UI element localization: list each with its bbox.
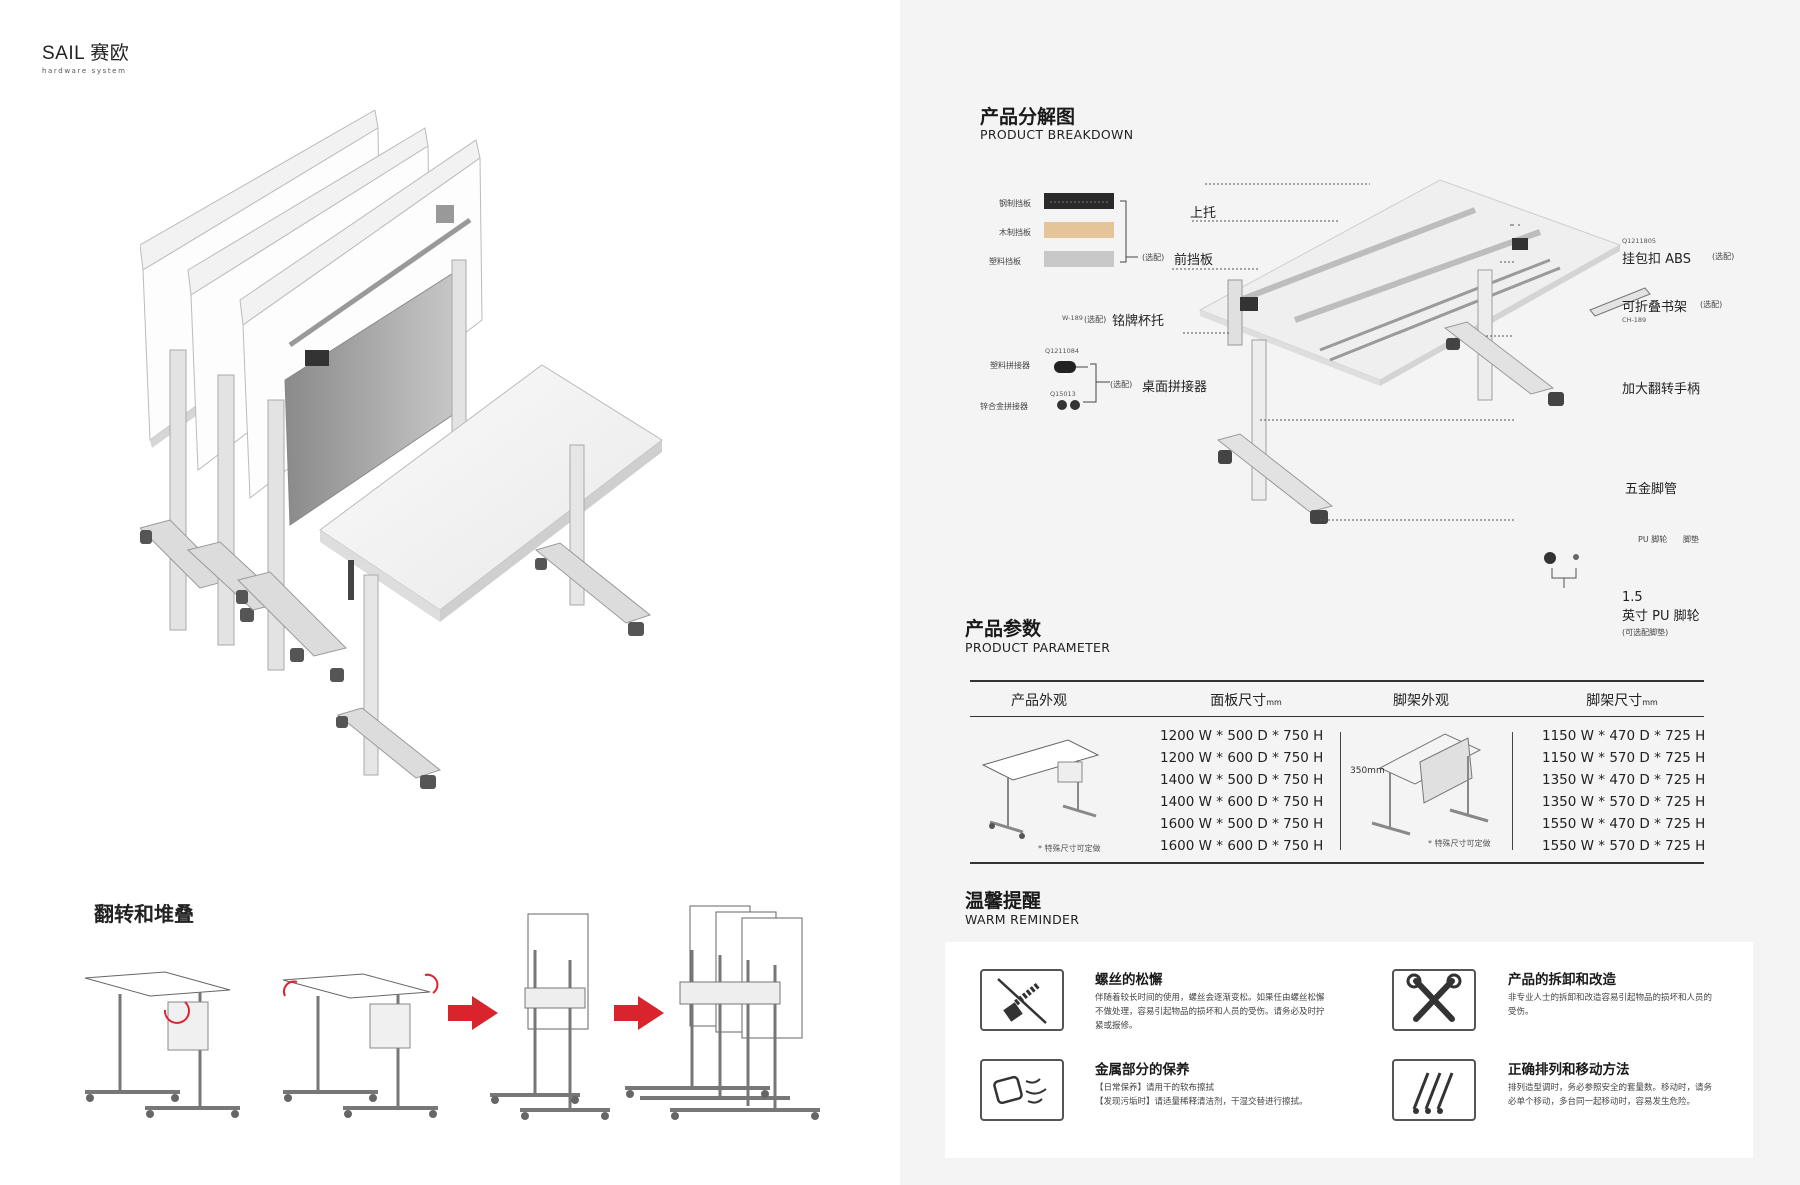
right-page: 产品分解图 PRODUCT BREAKDOWN [900,0,1800,1185]
hero-tables-illustration [140,110,663,789]
label-connector: 桌面拼接器 [1142,380,1208,395]
label-caster-opt: (可选配脚垫) [1622,628,1669,637]
label-folding-shelf-opt: (选配) [1700,300,1723,309]
label-front-panel: 前挡板 [1174,253,1214,268]
arrow-right-2 [614,996,664,1030]
label-plastic-connector: 塑料拼接器 [990,361,1030,370]
frame-height-note: 350mm [1350,766,1385,776]
step-4-stacked-tables [625,905,820,1120]
table-header-rule [970,716,1704,717]
header-frame-look: 脚架外观 [1393,693,1449,709]
parameter-table: 产品外观 面板尺寸mm 脚架外观 脚架尺寸mm * 特殊尺寸可定做 1200 W… [970,680,1705,864]
label-cup-opt: (选配) [1084,315,1107,324]
panel-size: 1200 W * 500 D * 750 H [1160,728,1324,744]
label-handle: 加大翻转手柄 [1622,382,1701,397]
breakdown-subtitle: PRODUCT BREAKDOWN [980,127,1134,142]
reminder-item-4-text: 排列造型调时，务必参照安全的套量数。移动时，请务必单个移动，多台同一起移动时，容… [1508,1083,1713,1107]
panel-size: 1600 W * 500 D * 750 H [1160,816,1324,832]
label-leg: 五金脚管 [1625,482,1678,497]
header-frame: 脚架尺寸mm [1522,690,1722,710]
frame-custom-note: * 特殊尺寸可定做 [1428,839,1491,848]
table-divider-1 [1340,732,1341,850]
label-plastic-connector-code: Q1211084 [1045,347,1080,355]
move-tables-icon [1392,1059,1476,1121]
frame-size: 1350 W * 470 D * 725 H [1542,772,1706,788]
brand-name: SAIL 赛欧 [42,43,130,64]
custom-size-note: * 特殊尺寸可定做 [1038,844,1101,853]
label-foot-pad: 脚垫 [1683,535,1699,544]
frame-size: 1350 W * 570 D * 725 H [1542,794,1706,810]
flip-stack-title: 翻转和堆叠 [94,902,194,926]
label-cup-code: W-189 [1062,314,1083,322]
step-1-open-table [84,971,240,1118]
label-wood-panel: 木制挡板 [999,228,1031,237]
reminder-item-1-text: 伴随着较长时间的使用，螺丝会逐渐变松。如果任由螺丝松懈不做处理，容易引起物品的损… [1095,993,1325,1031]
label-pu-caster: PU 脚轮 [1638,535,1668,544]
open-table [319,364,663,789]
reminder-panel: 螺丝的松懈 伴随着较长时间的使用，螺丝会逐渐变松。如果任由螺丝松懈不做处理，容易… [945,942,1753,1158]
flip-stack-steps [84,905,820,1120]
frame-size: 1550 W * 470 D * 725 H [1542,816,1706,832]
breakdown-illustration [1044,179,1651,588]
folded-table-3 [237,139,483,682]
reminder-item-3-text: 【日常保养】请用干的软布擦拭 【发现污垢时】请适量稀释清洁剂，干湿交替进行擦拭。 [1095,1083,1308,1107]
table-thumbnail [981,739,1100,839]
label-cup-holder: 铭牌杯托 [1112,314,1165,329]
panel-sizes-list: 1200 W * 500 D * 750 H 1200 W * 600 D * … [1160,725,1323,857]
reminder-item-2-text: 非专业人士的拆卸和改造容易引起物品的损坏和人员的受伤。 [1508,993,1713,1017]
label-shelf-code: CH-189 [1622,316,1647,324]
header-panel-unit: mm [1266,698,1282,707]
left-page: SAIL 赛欧 hardware system [42,38,820,1120]
reminder-item-2-title: 产品的拆卸和改造 [1508,972,1616,988]
screw-loose-icon [980,969,1064,1031]
label-zinc-connector: 锌合金拼接器 [980,402,1028,411]
panel-size: 1400 W * 500 D * 750 H [1160,772,1324,788]
brand-tagline: hardware system [42,67,127,75]
panel-size: 1600 W * 600 D * 750 H [1160,838,1324,854]
label-abs-clip-opt: (选配) [1712,252,1735,261]
breakdown-diagram: 钢制挡板 木制挡板 塑料挡板 (选配) 前挡板 上托 W-189 (选配) 铭牌… [900,150,1800,650]
arrow-right-1 [448,996,498,1030]
frame-thumbnail [1371,733,1489,836]
panel-size: 1400 W * 600 D * 750 H [1160,794,1324,810]
breakdown-title: 产品分解图 [980,106,1076,128]
header-frame-unit: mm [1642,698,1658,707]
label-folding-shelf: 可折叠书架 [1622,300,1688,315]
label-abs-code: Q1211805 [1622,237,1657,245]
label-caster: 1.5 英寸 PU 脚轮 [1622,590,1700,624]
header-panel: 面板尺寸mm [1146,690,1346,710]
header-panel-label: 面板尺寸 [1210,693,1267,709]
reminder-item-4-title: 正确排列和移动方法 [1508,1062,1630,1078]
cleaning-cloth-icon [980,1059,1064,1121]
label-top-support: 上托 [1190,206,1217,221]
table-bottom-rule [970,862,1704,864]
label-abs-clip: 挂包扣 ABS [1622,252,1691,267]
panel-size: 1200 W * 600 D * 750 H [1160,750,1324,766]
table-top-rule [970,680,1704,682]
label-plastic-panel: 塑料挡板 [989,257,1021,266]
label-connector-opt: (选配) [1110,380,1133,389]
header-frame-label: 脚架尺寸 [1586,693,1643,709]
step-3-folded-table [490,913,610,1120]
parameter-subtitle: PRODUCT PARAMETER [965,640,1111,655]
parameter-title: 产品参数 [965,618,1042,640]
label-front-panel-opt: (选配) [1142,253,1165,262]
label-zinc-connector-code: Q15013 [1050,390,1076,398]
step-2-release-handle [282,973,439,1118]
header-look: 产品外观 [1011,693,1067,709]
reminder-subtitle: WARM REMINDER [965,912,1080,927]
label-steel-panel: 钢制挡板 [999,199,1031,208]
brand-logo: SAIL 赛欧 hardware system [42,38,129,75]
tools-icon [1392,969,1476,1031]
frame-size: 1150 W * 570 D * 725 H [1542,750,1706,766]
table-divider-2 [1512,732,1513,850]
frame-sizes-list: 1150 W * 470 D * 725 H 1150 W * 570 D * … [1542,725,1705,857]
reminder-item-1-title: 螺丝的松懈 [1095,972,1163,988]
frame-size: 1550 W * 570 D * 725 H [1542,838,1706,854]
frame-size: 1150 W * 470 D * 725 H [1542,728,1706,744]
reminder-title: 温馨提醒 [965,890,1042,912]
reminder-item-3-title: 金属部分的保养 [1095,1062,1190,1078]
